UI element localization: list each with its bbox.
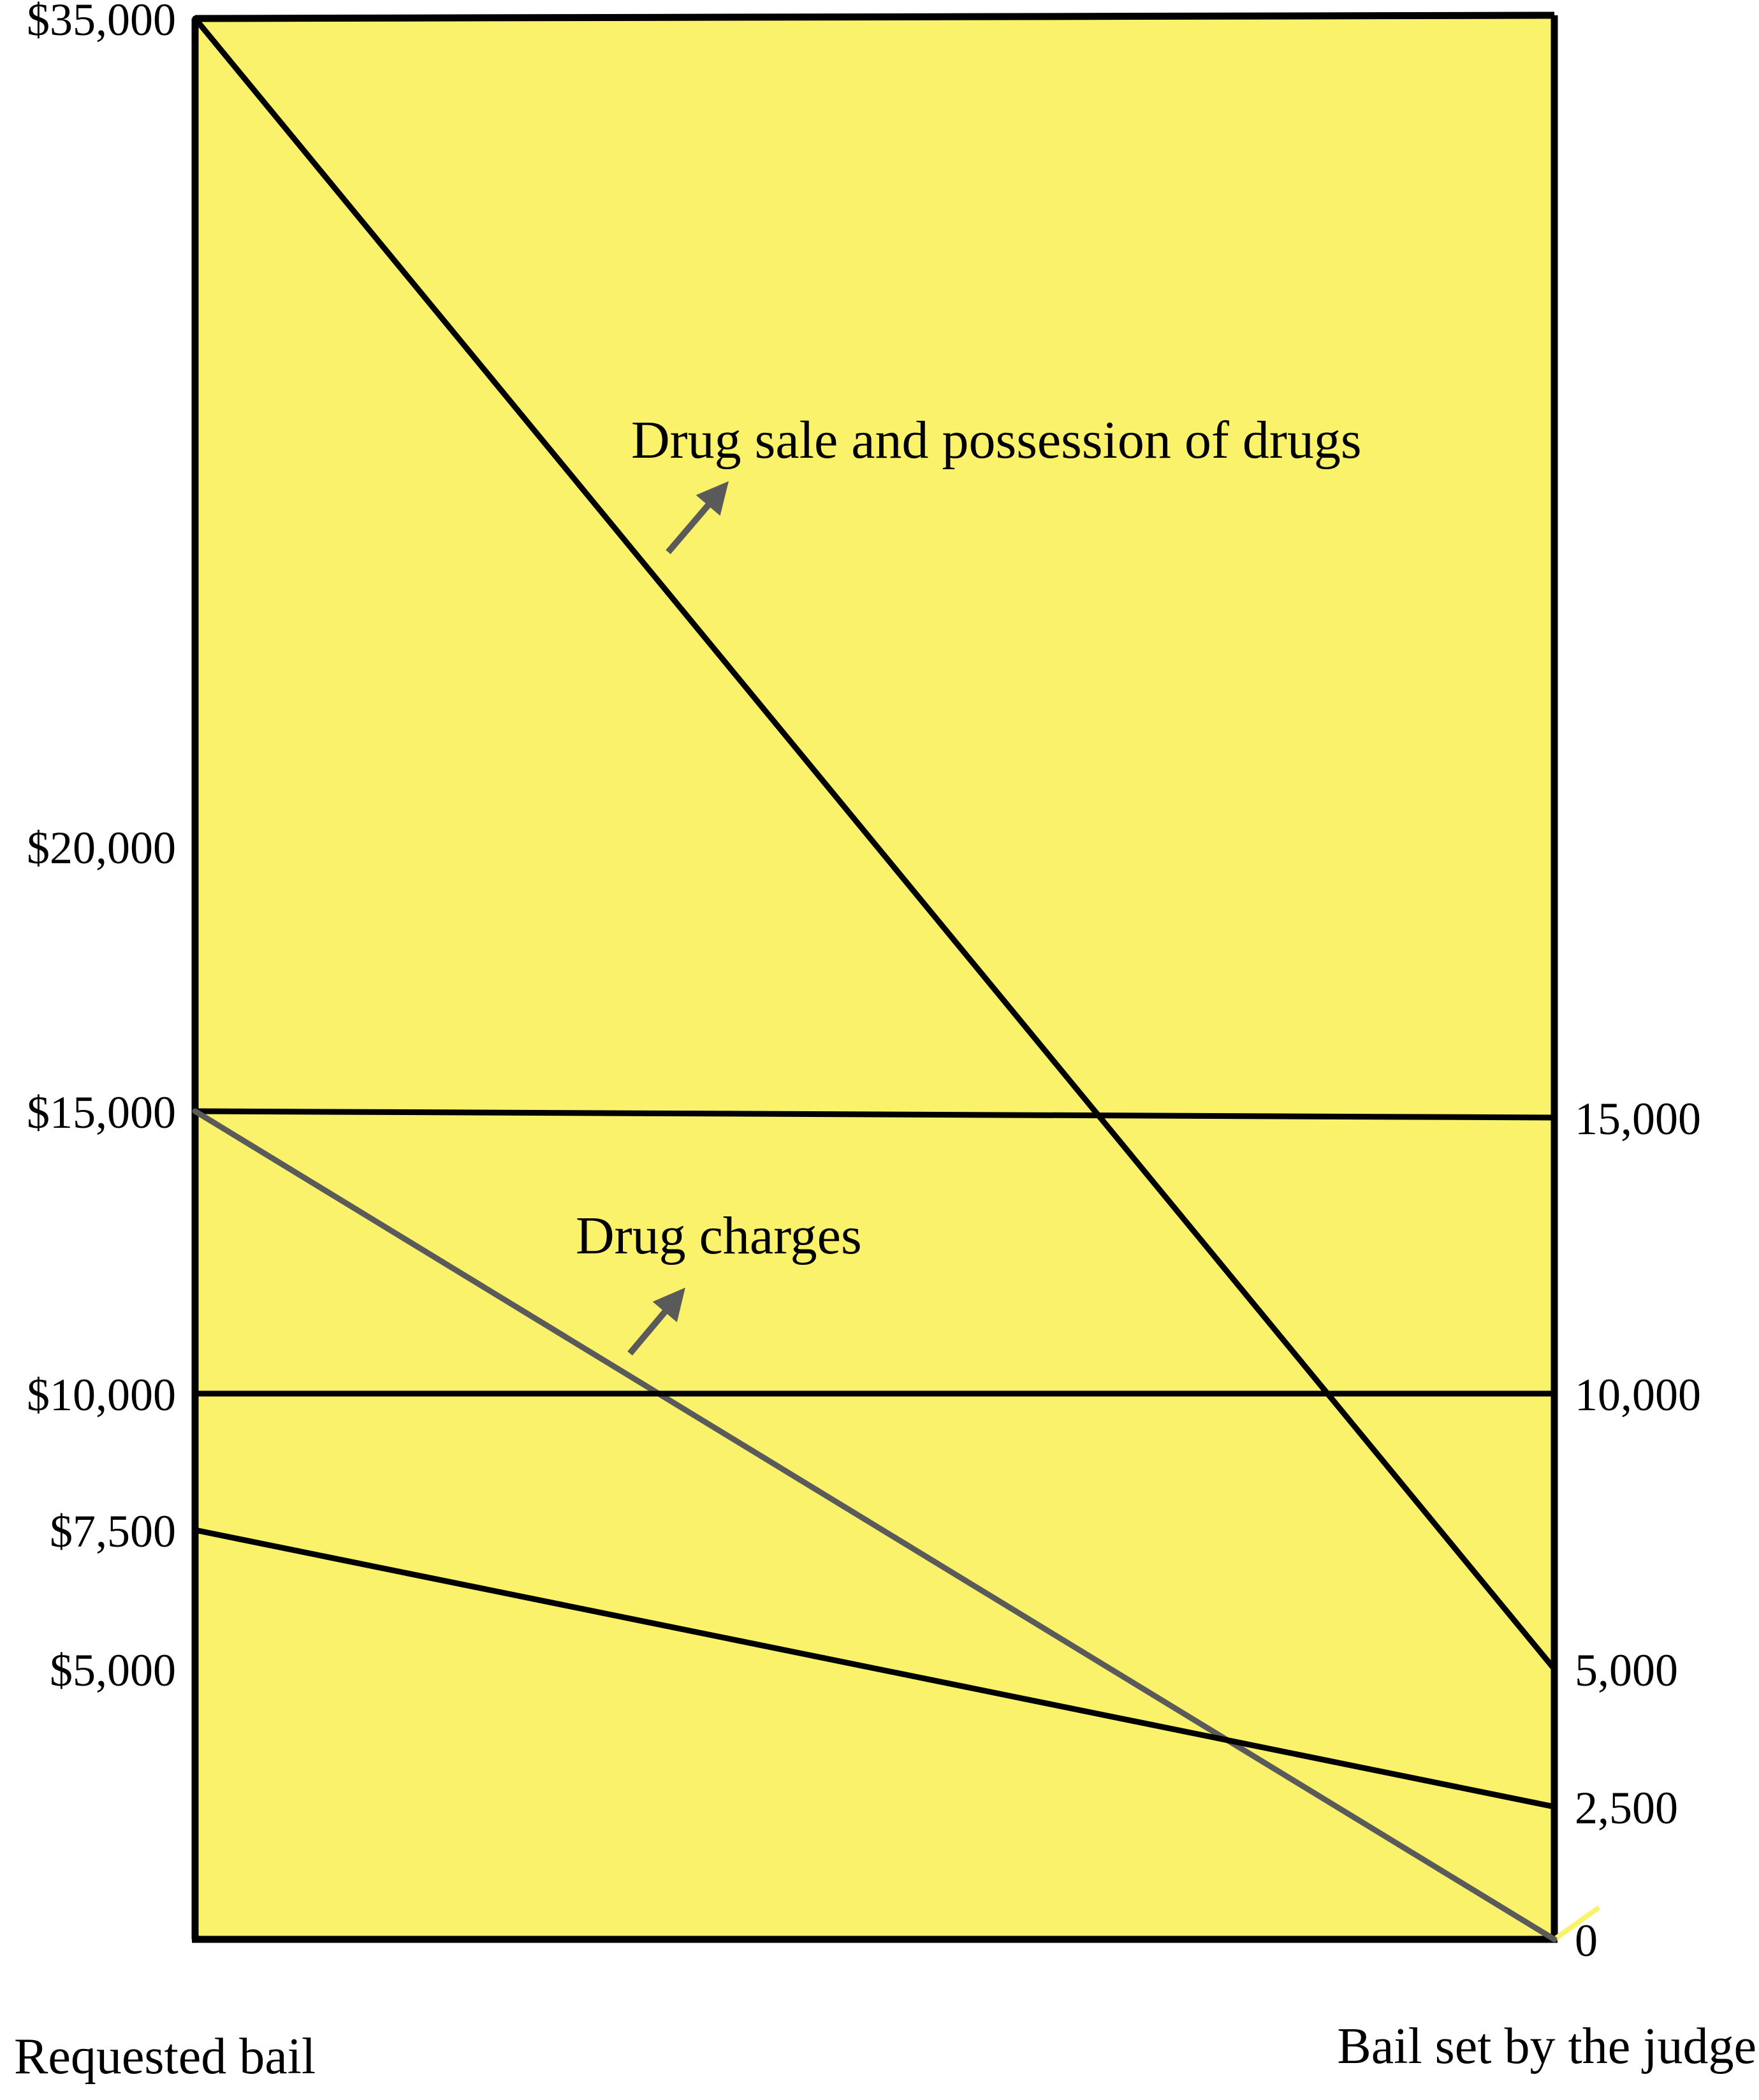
left-tick-labels: $35,000 $20,000 $15,000 $10,000 $7,500 $5,000 xyxy=(27,0,176,1696)
annotation-arrow-drug-sale xyxy=(666,481,729,555)
series-line-2 xyxy=(192,1108,1558,1943)
left-tick-label: $20,000 xyxy=(27,822,176,873)
right-tick-label: 2,500 xyxy=(1575,1783,1678,1834)
right-tick-labels: 15,000 10,000 5,000 2,500 0 xyxy=(1575,1093,1701,1966)
right-tick-label: 5,000 xyxy=(1575,1645,1678,1696)
series-line-1 xyxy=(192,1108,1558,1121)
plot-background xyxy=(195,18,1554,1939)
annotation-arrow-drug-charges xyxy=(627,1287,685,1356)
series-line-4 xyxy=(192,1527,1558,1810)
annotation-drug-charges: Drug charges xyxy=(576,1206,862,1265)
top-border-line xyxy=(194,11,1555,22)
left-tick-label: $15,000 xyxy=(27,1087,176,1138)
right-tick-label: 0 xyxy=(1575,1915,1598,1966)
left-tick-label: $5,000 xyxy=(50,1645,176,1696)
left-axis-caption: Requested bail xyxy=(14,2029,316,2085)
right-tick-label: 10,000 xyxy=(1575,1369,1701,1420)
yellow-stray-mark xyxy=(1552,1905,1601,1942)
right-tick-label: 15,000 xyxy=(1575,1093,1701,1144)
right-axis-caption: Bail set by the judge xyxy=(1337,2018,1756,2074)
series-lines xyxy=(192,15,1558,1943)
left-tick-label: $35,000 xyxy=(27,0,176,45)
left-tick-label: $7,500 xyxy=(50,1506,176,1557)
annotation-drug-sale: Drug sale and possession of drugs xyxy=(631,411,1362,470)
left-tick-label: $10,000 xyxy=(27,1369,176,1420)
